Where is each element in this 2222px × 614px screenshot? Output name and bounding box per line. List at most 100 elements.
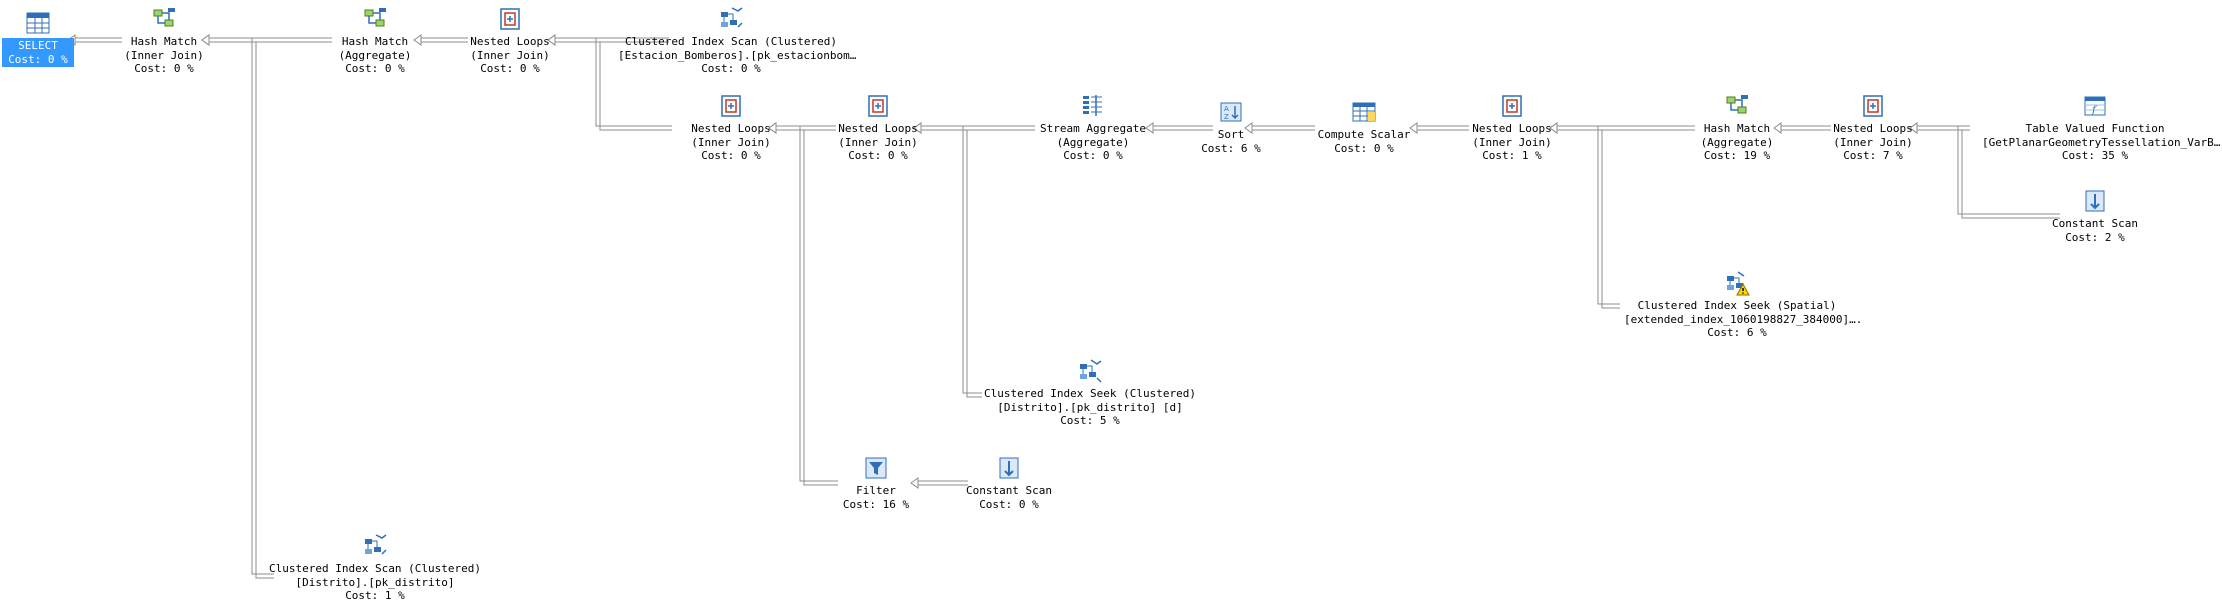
plan-edge-arrow bbox=[1909, 122, 1918, 134]
node-title: Nested Loops bbox=[470, 35, 550, 48]
plan-edge-line bbox=[1554, 125, 1620, 305]
plan-edge-arrow bbox=[1773, 122, 1782, 134]
hash-match-icon bbox=[151, 6, 177, 32]
node-subtitle: [Estacion_Bomberos].[pk_estacionbom… bbox=[618, 48, 857, 62]
node-subtitle: (Inner Join) bbox=[838, 135, 918, 149]
plan-edge-line bbox=[1914, 129, 2060, 219]
node-title: Hash Match bbox=[130, 35, 198, 48]
plan-node-constant-scan-2[interactable]: Constant Scan Cost: 0 % bbox=[894, 455, 1124, 512]
plan-node-table-valued-function[interactable]: f Table Valued Function [GetPlanarGeomet… bbox=[1980, 93, 2221, 164]
node-label: Nested Loops (Inner Join) Cost: 1 % bbox=[1397, 121, 1627, 164]
node-label: Constant Scan Cost: 0 % bbox=[894, 483, 1124, 512]
nested-loops-icon bbox=[1860, 93, 1886, 119]
node-label: Hash Match (Inner Join) Cost: 0 % bbox=[49, 34, 279, 77]
filter-icon bbox=[863, 455, 889, 481]
clustered-index-scan-icon bbox=[362, 533, 388, 559]
constant-scan-icon bbox=[2082, 188, 2108, 214]
plan-edge-arrow bbox=[1244, 122, 1253, 134]
plan-edge-line bbox=[552, 37, 672, 127]
node-subtitle: (Aggregate) bbox=[338, 48, 412, 62]
nested-loops-icon bbox=[718, 93, 744, 119]
node-cost: Cost: 1 % bbox=[1482, 149, 1542, 162]
node-subtitle: (Inner Join) bbox=[470, 48, 550, 62]
svg-text:A: A bbox=[1224, 105, 1229, 113]
plan-node-constant-scan-1[interactable]: Constant Scan Cost: 2 % bbox=[1980, 188, 2210, 245]
node-label: Nested Loops (Inner Join) Cost: 0 % bbox=[616, 121, 846, 164]
plan-edge-arrow bbox=[1145, 122, 1154, 134]
node-cost: Cost: 0 % bbox=[134, 62, 194, 75]
node-label: Hash Match (Aggregate) Cost: 19 % bbox=[1622, 121, 1852, 164]
node-title: Sort bbox=[1217, 128, 1245, 141]
node-title: Clustered Index Seek (Clustered) bbox=[984, 387, 1196, 400]
plan-node-nested-loops-5[interactable]: Nested Loops (Inner Join) Cost: 7 % bbox=[1758, 93, 1988, 164]
nested-loops-icon bbox=[1499, 93, 1525, 119]
node-subtitle: [Distrito].[pk_distrito] bbox=[295, 575, 455, 589]
plan-node-nested-loops-1[interactable]: Nested Loops (Inner Join) Cost: 0 % bbox=[395, 6, 625, 77]
compute-scalar-icon bbox=[1351, 99, 1377, 125]
plan-node-hash-match-aggregate[interactable]: Hash Match (Aggregate) Cost: 0 % bbox=[260, 6, 490, 77]
node-title: Stream Aggregate bbox=[1040, 122, 1146, 135]
plan-node-stream-aggregate[interactable]: Stream Aggregate (Aggregate) Cost: 0 % bbox=[978, 93, 1208, 164]
plan-node-hash-match-aggregate-2[interactable]: Hash Match (Aggregate) Cost: 19 % bbox=[1622, 93, 1852, 164]
plan-node-nested-loops-2[interactable]: Nested Loops (Inner Join) Cost: 0 % bbox=[616, 93, 846, 164]
plan-node-select[interactable]: SELECT Cost: 0 % bbox=[0, 10, 153, 67]
nested-loops-icon bbox=[865, 93, 891, 119]
plan-edge-line bbox=[206, 41, 274, 579]
node-subtitle: (Inner Join) bbox=[124, 48, 204, 62]
node-label: Clustered Index Seek (Spatial) [extended… bbox=[1622, 298, 1862, 341]
svg-text:f: f bbox=[2091, 105, 2098, 116]
clustered-index-seek-icon bbox=[1077, 358, 1103, 384]
node-label: Hash Match (Aggregate) Cost: 0 % bbox=[260, 34, 490, 77]
node-cost: Cost: 0 % bbox=[1334, 141, 1394, 155]
plan-node-clustered-index-seek-spatial[interactable]: Clustered Index Seek (Spatial) [extended… bbox=[1622, 270, 1862, 341]
clustered-index-seek-warning-icon bbox=[1724, 270, 1750, 296]
node-cost: Cost: 0 % bbox=[1063, 149, 1123, 162]
node-subtitle: (Inner Join) bbox=[691, 135, 771, 149]
node-cost: Cost: 2 % bbox=[2065, 230, 2125, 244]
plan-edge-line bbox=[918, 129, 982, 398]
select-icon bbox=[25, 10, 51, 36]
plan-node-clustered-index-seek-clustered[interactable]: Clustered Index Seek (Clustered) [Distri… bbox=[975, 358, 1205, 429]
plan-edge-line bbox=[918, 125, 982, 394]
node-title: Compute Scalar bbox=[1317, 128, 1411, 141]
node-title: Hash Match bbox=[341, 35, 409, 48]
hash-match-icon bbox=[1724, 93, 1750, 119]
node-cost: Cost: 16 % bbox=[842, 497, 910, 511]
plan-node-clustered-index-scan-distrito[interactable]: Clustered Index Scan (Clustered) [Distri… bbox=[260, 533, 490, 604]
node-label: Nested Loops (Inner Join) Cost: 0 % bbox=[395, 34, 625, 77]
plan-node-clustered-index-scan-estacion[interactable]: Clustered Index Scan (Clustered) [Estaci… bbox=[616, 6, 857, 77]
node-label: Nested Loops (Inner Join) Cost: 7 % bbox=[1758, 121, 1988, 164]
node-subtitle: (Inner Join) bbox=[1472, 135, 1552, 149]
plan-edge-arrow bbox=[413, 34, 422, 46]
node-title: Nested Loops bbox=[691, 122, 771, 135]
hash-match-icon bbox=[362, 6, 388, 32]
node-label: Constant Scan Cost: 2 % bbox=[1980, 216, 2210, 245]
node-subtitle: (Inner Join) bbox=[1833, 135, 1913, 149]
node-title: Table Valued Function bbox=[2025, 122, 2165, 135]
plan-edge-arrow bbox=[1409, 122, 1418, 134]
node-cost: Cost: 0 % bbox=[701, 62, 761, 75]
plan-node-filter[interactable]: Filter Cost: 16 % bbox=[761, 455, 991, 512]
node-cost: Cost: 0 % bbox=[979, 497, 1039, 511]
node-label: Clustered Index Scan (Clustered) [Distri… bbox=[260, 561, 490, 604]
plan-node-hash-match-inner-join[interactable]: Hash Match (Inner Join) Cost: 0 % bbox=[49, 6, 279, 77]
node-title: Nested Loops bbox=[1472, 122, 1552, 135]
node-subtitle: [GetPlanarGeometryTessellation_VarB… bbox=[1982, 135, 2221, 149]
node-cost: Cost: 0 % bbox=[480, 62, 540, 75]
table-valued-function-icon: f bbox=[2082, 93, 2108, 119]
node-title: Constant Scan bbox=[2051, 217, 2139, 230]
plan-edge-line bbox=[1554, 129, 1620, 309]
node-label: Sort Cost: 6 % bbox=[1116, 127, 1346, 156]
plan-node-nested-loops-3[interactable]: Nested Loops (Inner Join) Cost: 0 % bbox=[763, 93, 993, 164]
plan-node-compute-scalar[interactable]: Compute Scalar Cost: 0 % bbox=[1249, 99, 1479, 156]
node-cost: Cost: 35 % bbox=[2061, 149, 2129, 162]
node-title: Hash Match bbox=[1703, 122, 1771, 135]
constant-scan-icon bbox=[996, 455, 1022, 481]
plan-edge-line bbox=[552, 41, 672, 131]
plan-node-nested-loops-4[interactable]: Nested Loops (Inner Join) Cost: 1 % bbox=[1397, 93, 1627, 164]
node-cost: Cost: 0 % bbox=[8, 52, 68, 66]
